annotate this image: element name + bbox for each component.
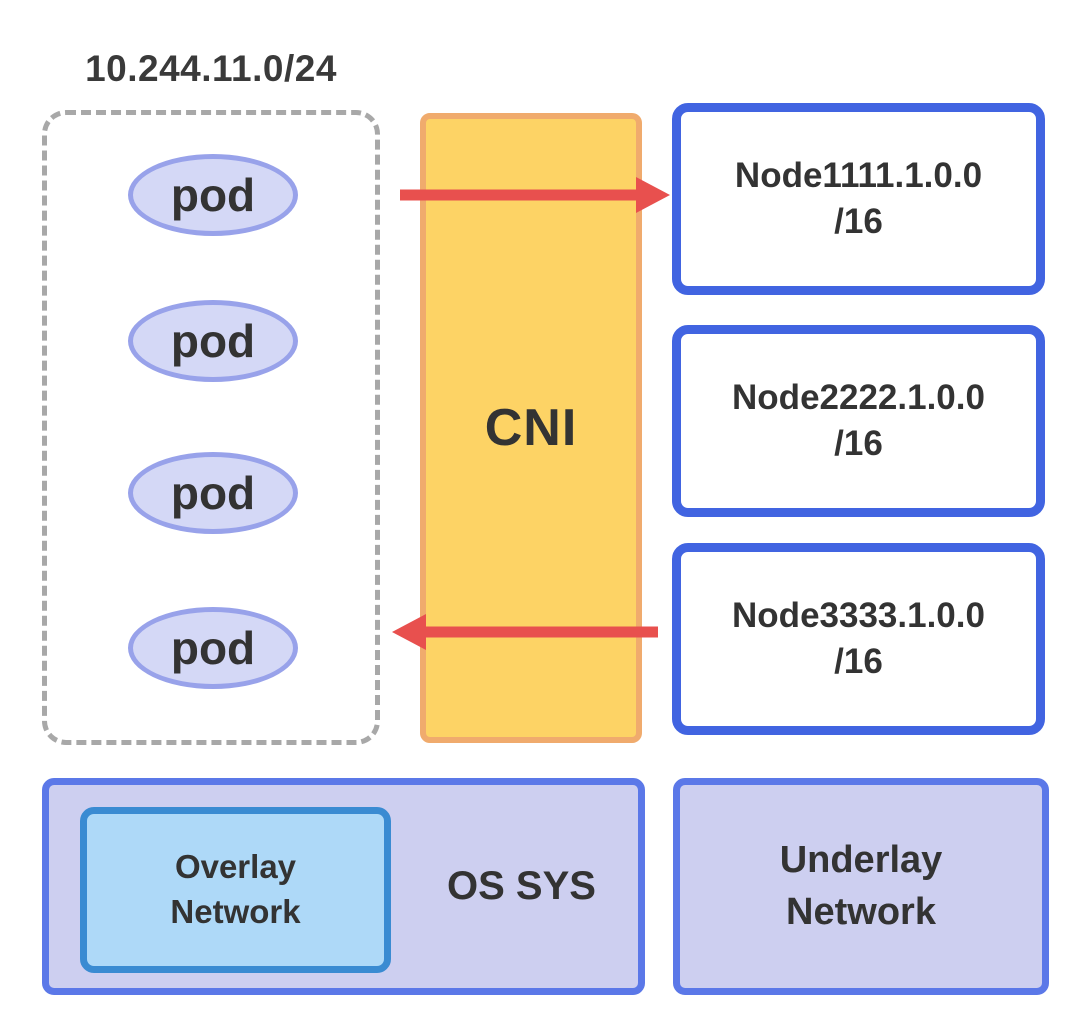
pod-ellipse: pod — [128, 154, 298, 236]
node2-label: Node2222.1.0.0 /16 — [732, 377, 985, 463]
node2-box: Node2222.1.0.0 /16 — [672, 325, 1045, 517]
pod-ellipse: pod — [128, 607, 298, 689]
overlay-network-label: Overlay Network — [170, 848, 301, 930]
node3-box: Node3333.1.0.0 /16 — [672, 543, 1045, 735]
os-host-box: Overlay Network OS SYS — [42, 778, 645, 995]
node1-label: Node1111.1.0.0 /16 — [734, 155, 983, 241]
pod-ellipse: pod — [128, 452, 298, 534]
pod-group-dashed-box: pod pod pod pod — [42, 110, 380, 745]
underlay-network-box: Underlay Network — [673, 778, 1049, 995]
pod-ellipse: pod — [128, 300, 298, 382]
cni-box: CNI — [420, 113, 642, 743]
node1-box: Node1111.1.0.0 /16 — [672, 103, 1045, 295]
node3-label: Node3333.1.0.0 /16 — [732, 595, 985, 681]
underlay-network-label: Underlay Network — [779, 839, 943, 933]
os-sys-label: OS SYS — [447, 864, 596, 908]
overlay-network-box: Overlay Network — [80, 807, 391, 973]
pod-subnet-label: 10.244.11.0/24 — [85, 48, 337, 89]
